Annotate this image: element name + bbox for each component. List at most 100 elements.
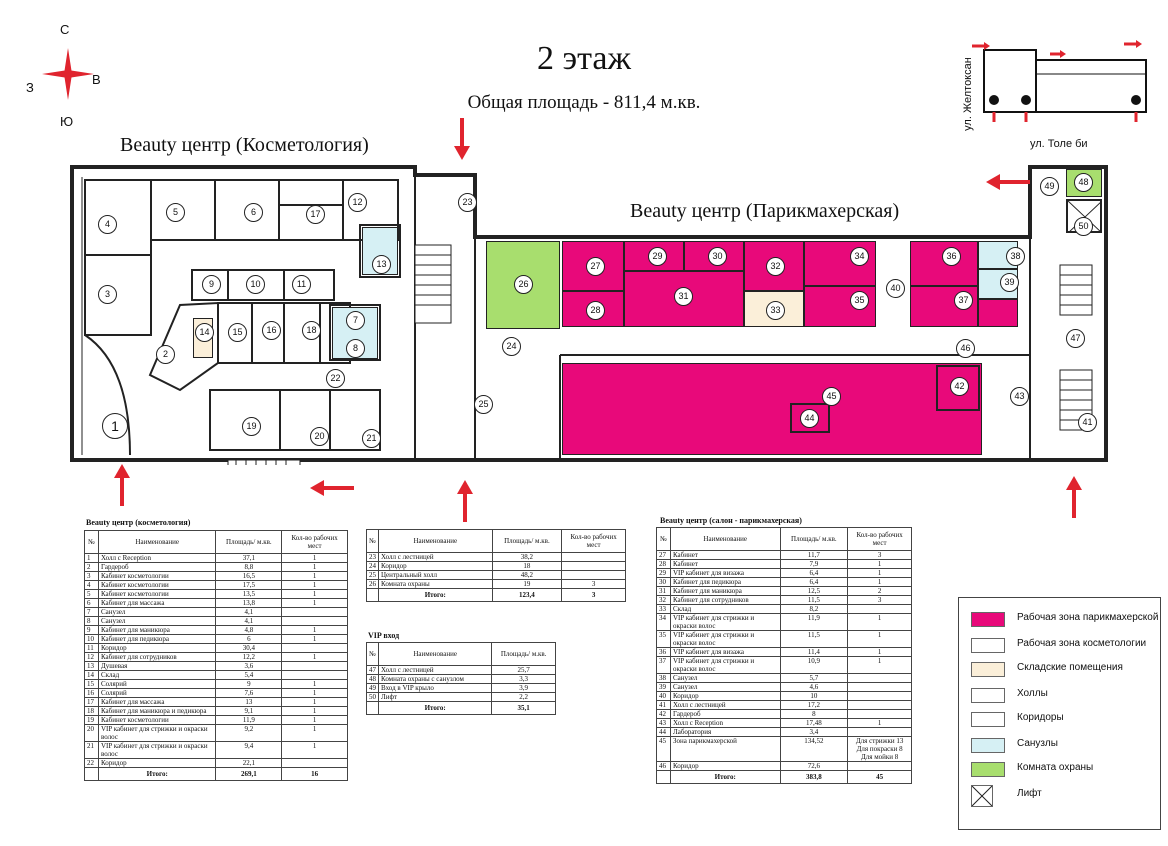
table-cell: VIP кабинет для визажа [669,647,781,657]
legend-label: Складские помещения [1017,662,1123,673]
table-cell [561,570,626,580]
room-number-46: 46 [956,339,975,358]
room-number-23: 23 [458,193,477,212]
legend-swatch [971,688,1005,703]
table-cell: Комната охраны с санузлом [377,674,493,684]
table-cell: 9,1 [215,706,283,716]
table-cell: Склад [97,670,217,680]
table-cell: 1 [281,679,348,689]
table-header-cell: Кол-во рабочих мест [847,527,912,551]
elevator-legend-icon [971,785,993,807]
table-cell: Солярий [97,688,217,698]
table-cell [847,691,912,701]
room-number-7: 7 [346,311,365,330]
table-cell: 31 [656,586,671,596]
room-number-6: 6 [244,203,263,222]
table-cell: 1 [281,688,348,698]
table-cell: Кабинет для сотрудников [97,652,217,662]
table-cell: 11,7 [779,550,849,560]
table-cell: 17,48 [779,718,849,728]
table-cell: 4,6 [779,682,849,692]
table-cell: 38,2 [491,552,563,562]
table-cell: Кабинет для маникюра и педикюра [97,706,217,716]
table-total-row: Итого:35,1 [366,701,556,715]
entrance-arrow-stairs-icon [310,480,354,496]
table-cell: 19 [84,715,99,725]
table-cell: 6 [215,634,283,644]
table-cell [847,673,912,683]
table-cell: 3 [84,571,99,581]
table-cell: 19 [491,579,563,589]
table-cell: Санузел [97,616,217,626]
table-cell: VIP кабинет для стрижки и окраски волос [97,724,217,742]
legend-label: Санузлы [1017,738,1058,749]
table-hair-title: Beauty центр (салон - парикмахерская) [660,516,802,525]
room-number-42: 42 [950,377,969,396]
table-header-cell: Площадь/ м.кв. [215,530,283,554]
compass-east: В [92,72,101,87]
table-cell: 1 [281,553,348,563]
table-cell: 22 [84,758,99,768]
table-cell: Холл с Reception [97,553,217,563]
table-cell: 12 [84,652,99,662]
table-cell: 4 [84,580,99,590]
table-cell: 29 [656,568,671,578]
table-cell: 12,5 [779,586,849,596]
table-total-cell: 16 [281,767,348,781]
table-cell [847,727,912,737]
room-number-12: 12 [348,193,367,212]
table-cell: Кабинет для маникюра [669,586,781,596]
table-cell: 9,2 [215,724,283,742]
table-cell: 3,3 [491,674,556,684]
table-cell: 47 [366,665,379,675]
entrance-arrow-left-icon [114,464,130,506]
legend-swatch [971,662,1005,677]
table-cell [847,682,912,692]
table-cell: 36 [656,647,671,657]
room-number-19: 19 [242,417,261,436]
table-cell: VIP кабинет для стрижки и окраски волос [669,656,781,674]
table-total-cell: 45 [847,770,912,784]
table-cosm-title: Beauty центр (косметология) [86,518,191,527]
table-cell: Кабинет для педикюра [97,634,217,644]
table-cell [561,561,626,571]
table-cell: 2 [847,586,912,596]
table-cell: 35 [656,630,671,648]
room-number-26: 26 [514,275,533,294]
table-cell: 7,6 [215,688,283,698]
table-cell: 7 [84,607,99,617]
table-cell [281,758,348,768]
section-title-hairdresser: Beauty центр (Парикмахерская) [630,200,900,222]
room-number-32: 32 [766,257,785,276]
room-number-36: 36 [942,247,961,266]
table-cell: 40 [656,691,671,701]
table-cell: 1 [281,634,348,644]
room-number-27: 27 [586,257,605,276]
room-number-49: 49 [1040,177,1059,196]
legend-swatch [971,612,1005,627]
table-cell: 10 [779,691,849,701]
table-cell: Кабинет для сотрудников [669,595,781,605]
table-cell: 8 [779,709,849,719]
room-number-5: 5 [166,203,185,222]
room-number-30: 30 [708,247,727,266]
room-number-18: 18 [302,321,321,340]
